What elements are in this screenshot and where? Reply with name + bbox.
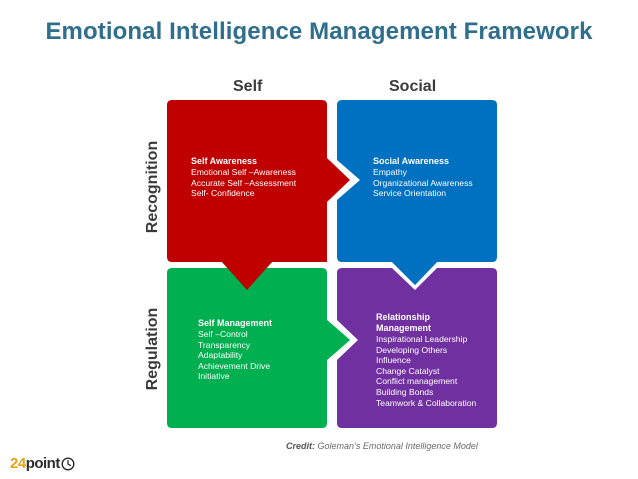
column-header-social: Social [389,78,437,95]
credit-line: Credit: Goleman’s Emotional Intelligence… [286,441,478,451]
self-awareness-item: Emotional Self –Awareness [191,167,296,177]
clock-icon [61,456,75,471]
quadrant-self-awareness-shape [167,100,327,290]
quadrant-social-awareness-shape [337,100,497,285]
social-awareness-item: Service Orientation [373,188,447,199]
quadrant-relationship-management: Relationship Management Inspirational Le… [376,312,476,408]
relationship-management-title-line2: Management [376,323,432,333]
quadrant-self-management-shape [167,268,350,428]
column-header-self: Self [233,78,263,95]
relationship-management-item: Inspirational Leadership [376,334,468,344]
self-management-item: Initiative [198,371,230,382]
social-awareness-item: Empathy [373,167,407,177]
logo-number: 24 [10,455,26,472]
page-title: Emotional Intelligence Management Framew… [45,18,593,45]
social-awareness-item: Organizational Awareness [373,177,473,188]
relationship-management-item: Teamwork & Collaboration [376,397,477,408]
self-awareness-item: Self- Confidence [191,188,255,199]
logo-word: point [25,455,61,472]
self-management-item: Adaptability [198,350,243,361]
relationship-management-item: Change Catalyst [376,365,440,376]
credit-label: Credit: [286,441,315,451]
quadrant-self-management: Self Management Self –Control Transparen… [198,318,272,382]
self-management-title: Self Management [198,318,273,328]
relationship-management-item: Building Bonds [376,386,434,397]
self-management-item: Achievement Drive [198,360,271,371]
quadrant-social-awareness: Social Awareness Empathy Organizational … [373,156,473,199]
self-awareness-item: Accurate Self –Assessment [191,177,297,188]
arrow-social-down [392,262,437,285]
social-awareness-title: Social Awareness [373,156,450,166]
credit-text: Goleman’s Emotional Intelligence Model [315,441,478,451]
self-management-item: Self –Control [198,329,248,339]
arrow-management-right [327,320,350,360]
quadrant-self-awareness: Self Awareness Emotional Self –Awareness… [191,156,296,199]
relationship-management-title-line1: Relationship [376,312,431,322]
arrow-self-down [222,262,272,290]
relationship-management-item: Influence [376,355,411,366]
self-awareness-title: Self Awareness [191,156,258,166]
arrow-self-to-social [327,158,350,202]
relationship-management-item: Conflict management [376,376,458,387]
quadrant-relationship-management-shape [337,268,497,428]
relationship-management-item: Developing Others [376,344,448,355]
self-management-item: Transparency [198,339,251,350]
